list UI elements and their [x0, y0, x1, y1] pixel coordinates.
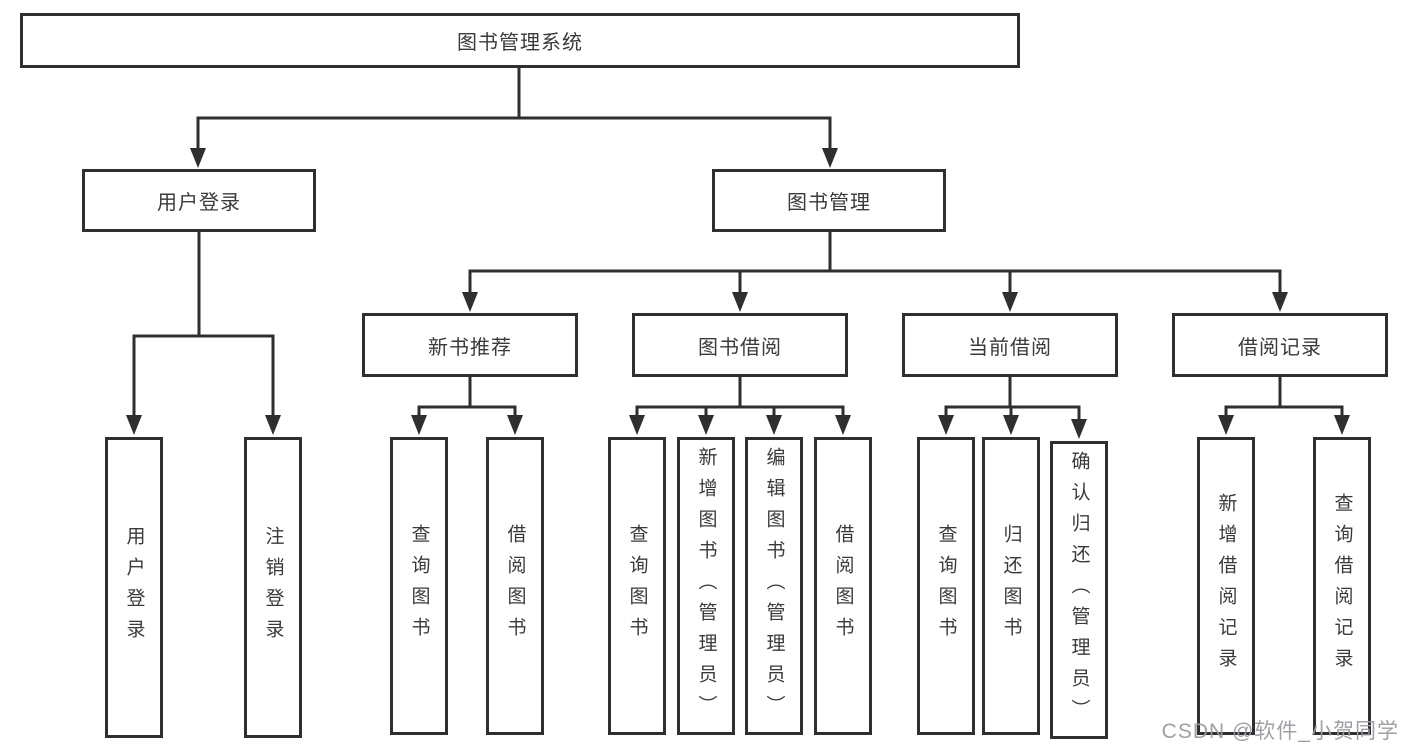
node-label: 借阅图书 [504, 524, 526, 648]
node-new-book-recommendation: 新书推荐 [362, 313, 578, 377]
node-book-borrowing: 图书借阅 [632, 313, 848, 377]
node-label: 确认归还（管理员） [1068, 450, 1090, 730]
node-label: 查询图书 [408, 524, 430, 648]
leaf-edit-books-admin: 编辑图书（管理员） [745, 437, 803, 735]
leaf-query-books-borrow: 查询图书 [608, 437, 666, 735]
node-label: 用户登录 [157, 192, 241, 214]
node-label: 查询借阅记录 [1331, 493, 1353, 679]
node-label: 查询图书 [626, 524, 648, 648]
node-label: 图书管理系统 [457, 32, 583, 54]
node-label: 借阅记录 [1238, 336, 1322, 359]
node-label: 用户登录 [123, 525, 145, 650]
leaf-user-login: 用户登录 [105, 437, 163, 738]
leaf-query-borrow-record: 查询借阅记录 [1313, 437, 1371, 735]
node-label: 当前借阅 [968, 336, 1052, 359]
node-current-borrowing: 当前借阅 [902, 313, 1118, 377]
node-book-management: 图书管理 [712, 169, 946, 232]
leaf-query-books-current: 查询图书 [917, 437, 975, 735]
leaf-return-books: 归还图书 [982, 437, 1040, 735]
node-label: 新增借阅记录 [1215, 493, 1237, 679]
node-user-login: 用户登录 [82, 169, 316, 232]
leaf-borrow-books: 借阅图书 [814, 437, 872, 735]
node-label: 新增图书（管理员） [695, 446, 717, 726]
node-root-library-system: 图书管理系统 [20, 13, 1020, 68]
node-label: 图书借阅 [698, 336, 782, 359]
node-label: 归还图书 [1000, 524, 1022, 648]
node-label: 编辑图书（管理员） [763, 446, 785, 726]
leaf-query-books-recommend: 查询图书 [390, 437, 448, 735]
leaf-logout: 注销登录 [244, 437, 302, 738]
node-label: 借阅图书 [832, 524, 854, 648]
leaf-add-borrow-record: 新增借阅记录 [1197, 437, 1255, 735]
node-label: 新书推荐 [428, 336, 512, 359]
leaf-borrow-books-recommend: 借阅图书 [486, 437, 544, 735]
leaf-add-books-admin: 新增图书（管理员） [677, 437, 735, 735]
node-borrowing-records: 借阅记录 [1172, 313, 1388, 377]
leaf-confirm-return-admin: 确认归还（管理员） [1050, 441, 1108, 739]
node-label: 查询图书 [935, 524, 957, 648]
csdn-watermark: CSDN @软件_小贺同学 [1161, 720, 1399, 743]
node-label: 注销登录 [262, 525, 284, 650]
node-label: 图书管理 [787, 192, 871, 214]
